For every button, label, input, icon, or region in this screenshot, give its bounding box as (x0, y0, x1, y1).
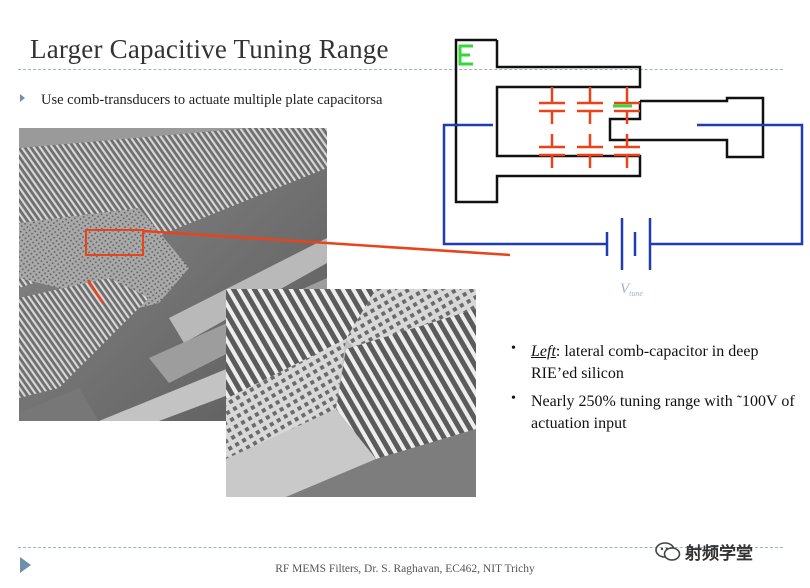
slide-title: Larger Capacitive Tuning Range (30, 34, 389, 64)
bullet-dot-icon: • (511, 391, 516, 406)
vtune-label: Vtune (620, 281, 643, 298)
note-text: Nearly 250% tuning range with ˜100V of a… (531, 393, 795, 432)
footer-divider (18, 547, 783, 548)
note-emphasis: Left (531, 343, 556, 360)
note-item: • Nearly 250% tuning range with ˜100V of… (505, 391, 795, 435)
wechat-icon (655, 541, 681, 561)
slide-footer: RF MEMS Filters, Dr. S. Raghavan, EC462,… (275, 563, 535, 575)
notes-list: • Left: lateral comb-capacitor in deep R… (505, 341, 795, 441)
green-mark-icon (458, 44, 473, 66)
note-item: • Left: lateral comb-capacitor in deep R… (505, 341, 795, 385)
note-text: : lateral comb-capacitor in deep RIE’ed … (531, 343, 759, 382)
bias-circuit (442, 123, 804, 270)
wechat-watermark: 射频学堂 (655, 539, 753, 564)
nav-arrow-icon[interactable] (20, 557, 31, 573)
bullet-text: Use comb-transducers to actuate multiple… (41, 92, 383, 108)
title-divider (18, 69, 783, 70)
bullet-arrow-icon (20, 94, 25, 102)
sem-image-comb-closeup (226, 289, 476, 497)
comb-structure (454, 38, 765, 204)
bullet-dot-icon: • (511, 341, 516, 356)
capacitor-array (539, 87, 640, 168)
bullet-item: Use comb-transducers to actuate multiple… (20, 92, 382, 109)
watermark-text: 射频学堂 (685, 544, 753, 564)
